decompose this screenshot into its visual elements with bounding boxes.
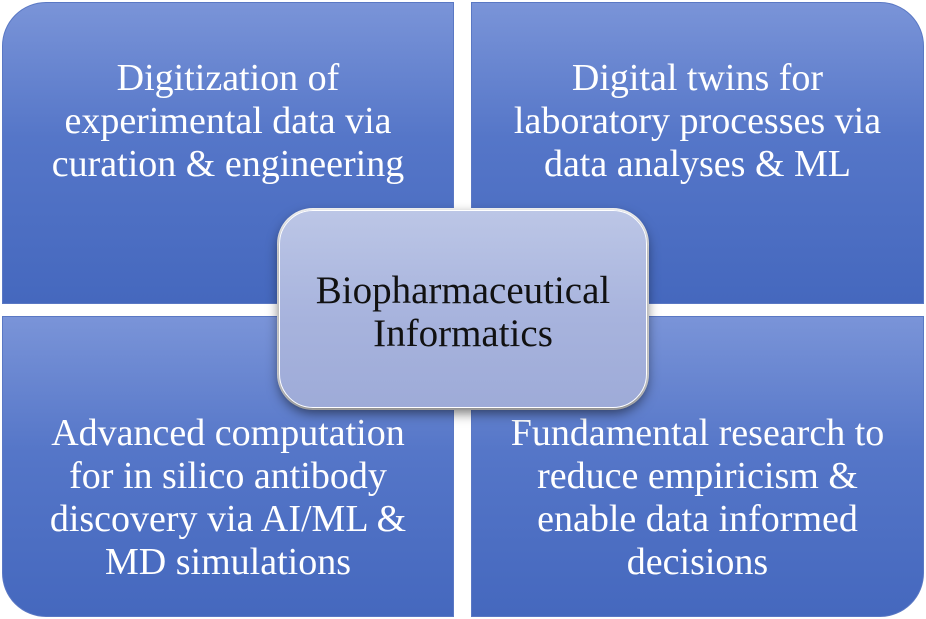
quadrant-text: Advanced computation for in silico antib… xyxy=(50,412,406,584)
text-line: Advanced computation xyxy=(51,412,405,454)
text-line: decisions xyxy=(626,541,769,583)
text-line: Fundamental research to xyxy=(510,412,885,454)
text-line: Digital twins for xyxy=(571,57,824,99)
text-line: experimental data via xyxy=(64,100,392,142)
quadrant-text: Digital twins for laboratory processes v… xyxy=(514,57,881,186)
text-line: reduce empiricism & xyxy=(537,455,858,497)
quadrant-top-left: Digitization of experimental data via cu… xyxy=(2,2,454,304)
quadrant-text: Digitization of experimental data via cu… xyxy=(52,57,404,186)
center-text: Biopharmaceutical Informatics xyxy=(316,269,611,355)
text-line: enable data informed xyxy=(537,498,858,540)
text-line: Informatics xyxy=(373,312,553,355)
text-line: data analyses & ML xyxy=(543,143,852,185)
text-line: for in silico antibody xyxy=(69,455,387,497)
text-line: Biopharmaceutical xyxy=(315,269,611,312)
quadrant-top-right: Digital twins for laboratory processes v… xyxy=(471,2,924,304)
quadrant-text: Fundamental research to reduce empiricis… xyxy=(511,412,885,584)
text-line: curation & engineering xyxy=(51,143,405,185)
text-line: MD simulations xyxy=(105,541,351,583)
center-box: Biopharmaceutical Informatics xyxy=(279,210,647,408)
text-line: discovery via AI/ML & xyxy=(49,498,407,540)
text-line: laboratory processes via xyxy=(513,100,882,142)
text-line: Digitization of xyxy=(116,57,340,99)
